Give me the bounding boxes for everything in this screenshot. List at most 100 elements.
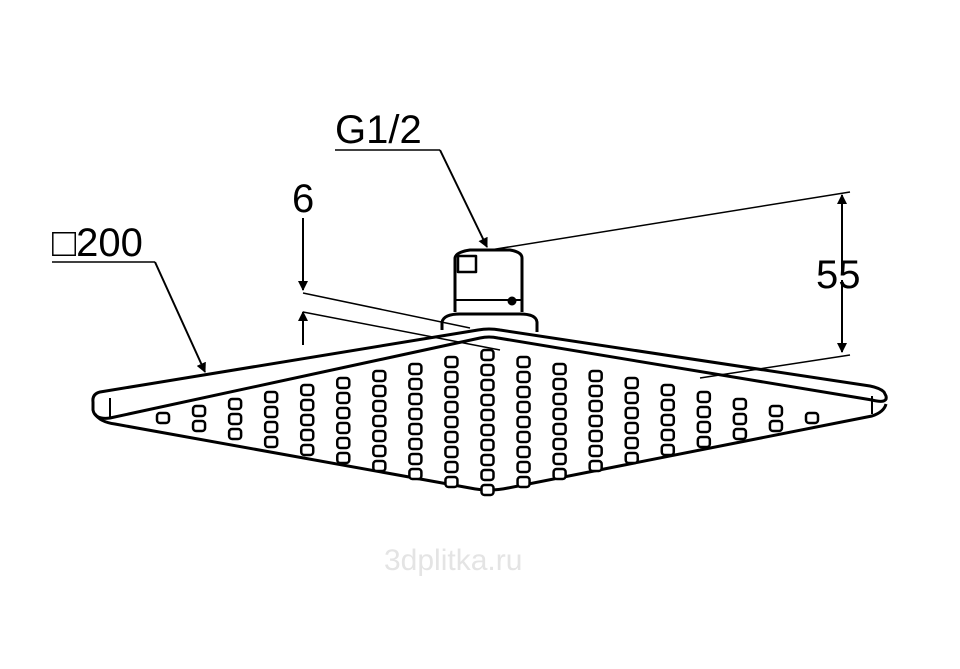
nozzle-grid <box>155 348 820 497</box>
nozzle <box>372 444 387 458</box>
nozzle <box>552 467 567 481</box>
nozzle <box>516 355 531 369</box>
nozzle <box>408 362 423 376</box>
nozzle <box>588 384 603 398</box>
nozzle <box>263 420 279 434</box>
nozzle <box>444 385 459 399</box>
nozzle <box>444 415 459 429</box>
nozzle <box>408 407 423 421</box>
nozzle <box>299 383 315 397</box>
nozzle <box>588 429 603 443</box>
nozzle <box>299 443 315 457</box>
thread-label: G1/2 <box>335 108 422 152</box>
nozzle <box>227 397 243 411</box>
nozzle <box>480 483 495 497</box>
nozzle <box>516 475 531 489</box>
nozzle <box>444 400 459 414</box>
nozzle <box>480 363 495 377</box>
nozzle <box>480 393 495 407</box>
nozzle <box>191 404 207 418</box>
nozzle <box>372 399 387 413</box>
nozzle <box>336 451 351 465</box>
nozzle <box>408 422 423 436</box>
nozzle <box>408 437 423 451</box>
nozzle <box>480 468 495 482</box>
nozzle <box>444 460 459 474</box>
nozzle <box>408 377 423 391</box>
nozzle <box>732 427 748 441</box>
nozzle <box>732 412 748 426</box>
nozzle <box>336 376 351 390</box>
nozzle <box>624 406 639 420</box>
watermark: 3dplitka.ru <box>384 544 522 577</box>
nozzle <box>516 370 531 384</box>
nozzle <box>408 452 423 466</box>
nozzle <box>624 436 639 450</box>
nozzle <box>552 392 567 406</box>
nozzle <box>480 423 495 437</box>
thickness-label: 6 <box>292 177 314 221</box>
nozzle <box>552 437 567 451</box>
nozzle <box>516 385 531 399</box>
nozzle <box>480 438 495 452</box>
nozzle <box>696 405 712 419</box>
nozzle <box>336 406 351 420</box>
nozzle <box>480 453 495 467</box>
nozzle <box>624 391 639 405</box>
nozzle <box>516 445 531 459</box>
nozzle <box>660 383 676 397</box>
connector-base <box>440 312 539 332</box>
nozzle <box>227 427 243 441</box>
nozzle <box>444 445 459 459</box>
nozzle <box>660 413 676 427</box>
nozzle <box>444 370 459 384</box>
nozzle <box>624 421 639 435</box>
nozzle <box>299 413 315 427</box>
nozzle <box>408 467 423 481</box>
nozzle <box>444 475 459 489</box>
nozzle <box>660 398 676 412</box>
nozzle <box>696 435 712 449</box>
nozzle <box>768 404 784 418</box>
nozzle <box>299 398 315 412</box>
nozzle <box>227 412 243 426</box>
nozzle <box>588 414 603 428</box>
nozzle <box>299 428 315 442</box>
nozzle <box>408 392 423 406</box>
nozzle <box>552 422 567 436</box>
size-label: □200 <box>52 221 143 265</box>
nozzle <box>804 411 820 425</box>
nozzle <box>336 391 351 405</box>
nozzle <box>588 444 603 458</box>
nozzle <box>516 415 531 429</box>
nozzle <box>516 460 531 474</box>
nozzle <box>372 384 387 398</box>
nozzle <box>372 459 387 473</box>
nozzle <box>552 362 567 376</box>
nozzle <box>444 355 459 369</box>
nozzle <box>696 420 712 434</box>
nozzle <box>336 436 351 450</box>
nozzle <box>552 377 567 391</box>
nozzle <box>732 397 748 411</box>
nozzle <box>372 414 387 428</box>
nozzle <box>552 407 567 421</box>
nozzle <box>191 419 207 433</box>
nozzle <box>480 408 495 422</box>
nozzle <box>516 400 531 414</box>
nozzle <box>624 451 639 465</box>
nozzle <box>444 430 459 444</box>
nozzle <box>372 429 387 443</box>
nozzle <box>263 390 279 404</box>
nozzle <box>768 419 784 433</box>
nozzle <box>660 443 676 457</box>
nozzle <box>480 348 495 362</box>
nozzle <box>624 376 639 390</box>
nozzle <box>263 405 279 419</box>
nozzle <box>263 435 279 449</box>
nozzle <box>480 378 495 392</box>
nozzle <box>696 390 712 404</box>
nozzle <box>552 452 567 466</box>
